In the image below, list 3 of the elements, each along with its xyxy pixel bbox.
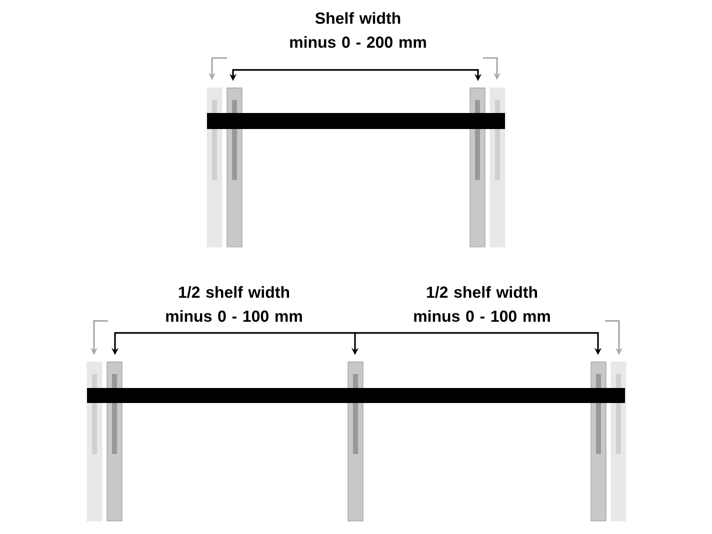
dimension-label: 1/2 shelf width minus 0 - 100 mm [166,286,302,322]
dimension-label: 1/2 shelf width minus 0 - 100 mm [414,286,550,322]
dimension-label: Shelf width minus 0 - 200 mm [290,12,426,48]
